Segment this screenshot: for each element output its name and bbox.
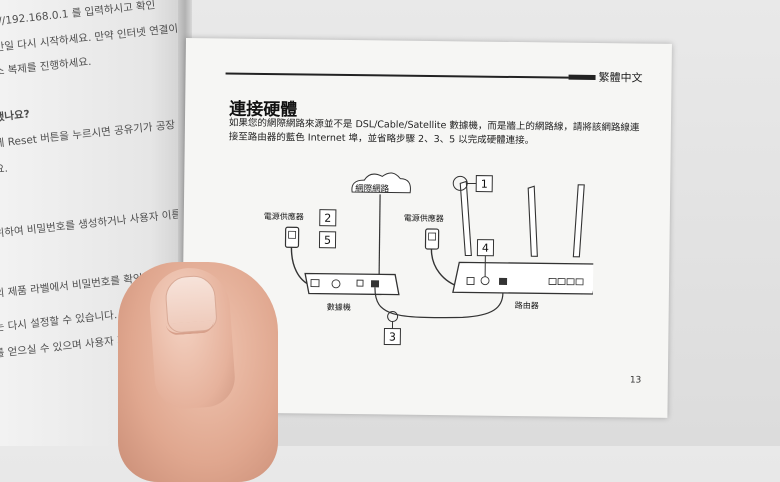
header-rule xyxy=(226,72,569,78)
korean-line: 소 복제를 진행하세요. xyxy=(0,54,92,79)
power-adapter-label-right: 電源供應器 xyxy=(404,213,444,223)
korean-line: 만일 다시 시작하세요. 만약 인터넷 연결이 xyxy=(0,21,179,55)
modem-device-icon xyxy=(305,273,399,294)
internet-line xyxy=(379,194,380,274)
intro-paragraph: 如果您的網際網路來源並不是 DSL/Cable/Satellite 數據機，而是… xyxy=(229,117,629,150)
step-2-number: 2 xyxy=(324,212,331,225)
power-adapter-icon-left xyxy=(285,227,298,247)
korean-line: 위하여 비밀번호를 생성하거나 사용자 이름과 xyxy=(0,205,188,240)
step-1-number: 1 xyxy=(481,178,488,191)
step-5-number: 5 xyxy=(324,234,331,247)
power-adapter-label-left: 電源供應器 xyxy=(264,211,304,221)
language-label: 繁體中文 xyxy=(598,69,642,86)
internet-label: 網際網路 xyxy=(355,183,390,194)
korean-line: 요. xyxy=(0,161,8,177)
korean-line: 는 다시 설정할 수 있습니다. xyxy=(0,307,118,335)
step-3-number: 3 xyxy=(389,331,396,344)
korean-line: 했나요? xyxy=(0,106,30,125)
page-number: 13 xyxy=(630,375,642,385)
router-device-icon xyxy=(453,181,595,294)
router-label: 路由器 xyxy=(515,300,539,310)
power-adapter-icon-right xyxy=(425,229,438,249)
header-rule-bold xyxy=(569,75,596,80)
hardware-connection-diagram: 網際網路 電源供應器 2 5 數據機 xyxy=(252,155,594,359)
internet-cloud-icon: 網際網路 xyxy=(352,172,411,194)
step-4-number: 4 xyxy=(482,242,489,255)
modem-label: 數據機 xyxy=(327,302,351,312)
photo-scene: ://192.168.0.1 를 입력하시고 확인 만일 다시 시작하세요. 만… xyxy=(0,0,780,446)
